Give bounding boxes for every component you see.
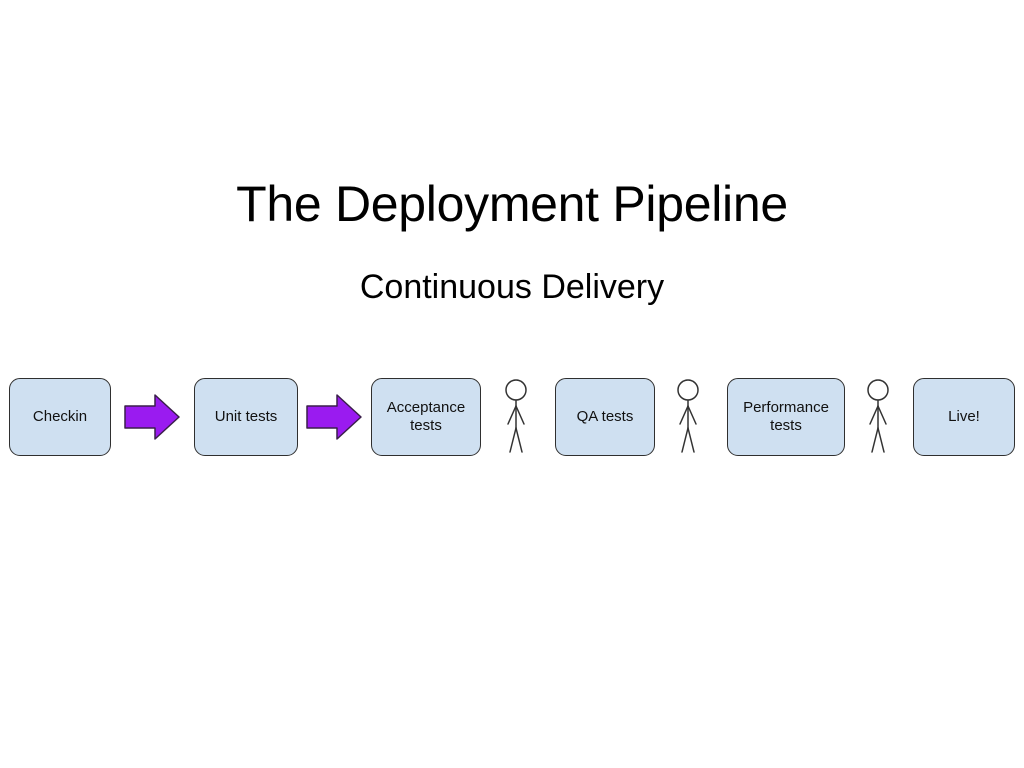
slide-subtitle: Continuous Delivery xyxy=(359,268,665,306)
person-icon xyxy=(867,379,889,453)
stage-label: Checkin xyxy=(32,408,88,425)
stage-label: Live! xyxy=(948,408,980,425)
stage-acceptance-tests: Acceptance tests xyxy=(371,378,481,456)
stage-label: QA tests xyxy=(576,408,634,425)
right-arrow-icon xyxy=(306,394,362,440)
stage-performance-tests: Performance tests xyxy=(727,378,845,456)
stage-unit-tests: Unit tests xyxy=(194,378,298,456)
stage-label: Performance tests xyxy=(743,399,829,434)
stage-qa-tests: QA tests xyxy=(555,378,655,456)
slide-title: The Deployment Pipeline xyxy=(236,176,788,232)
stage-label: Acceptance tests xyxy=(386,399,466,434)
stage-label: Unit tests xyxy=(214,408,278,425)
right-arrow-icon xyxy=(124,394,180,440)
person-icon xyxy=(505,379,527,453)
stage-live: Live! xyxy=(913,378,1015,456)
person-icon xyxy=(677,379,699,453)
stage-checkin: Checkin xyxy=(9,378,111,456)
